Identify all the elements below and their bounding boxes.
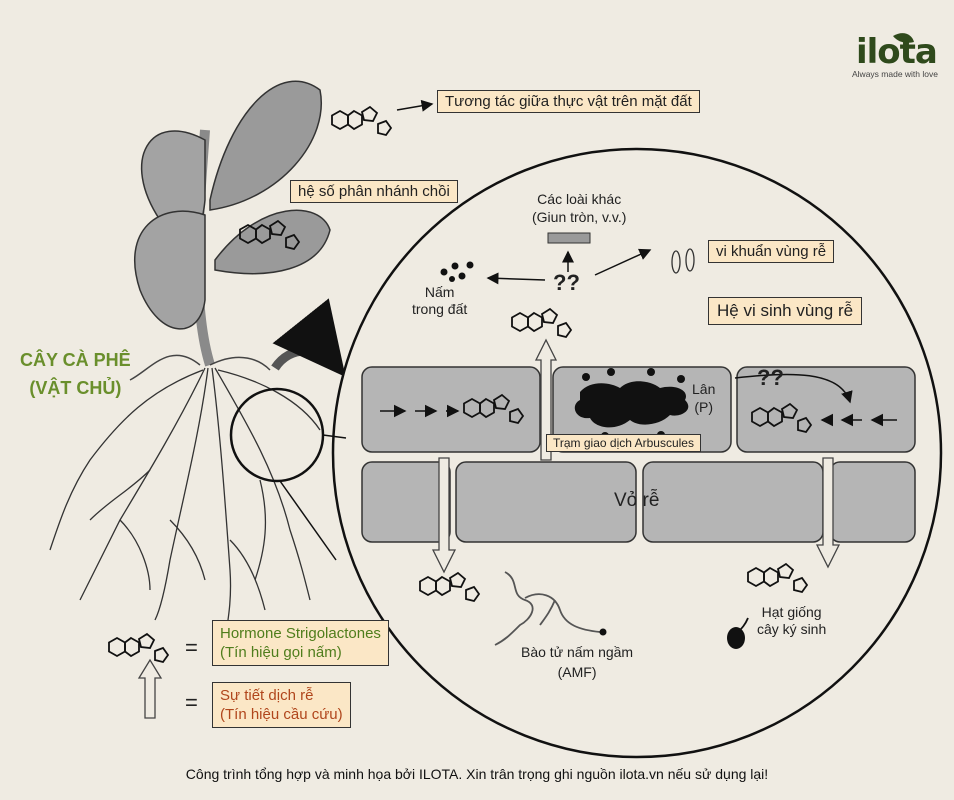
- root-cell: [829, 461, 916, 543]
- amf-label: Bào tử nấm ngầm (AMF): [521, 642, 633, 682]
- host-label: CÂY CÀ PHÊ (VẬT CHỦ): [20, 346, 131, 402]
- microbiome-label: Hệ vi sinh vùng rễ: [708, 297, 863, 325]
- legend-strigolactone-icon: [108, 633, 169, 663]
- phosphorus-label: Lân (P): [692, 380, 715, 416]
- coffee-plant: [129, 80, 331, 381]
- legend-exudate-line2: (Tín hiệu cầu cứu): [220, 706, 343, 723]
- parasite-seed: [727, 627, 745, 649]
- bacteria-label: vi khuẩn vùng rễ: [708, 240, 835, 263]
- rhizosphere-circle: [331, 147, 943, 759]
- leaf: [209, 80, 322, 211]
- leaf: [214, 209, 331, 275]
- amf-line2: (AMF): [557, 664, 597, 680]
- bacteria-icon: [671, 250, 681, 274]
- amf-hyphae: [494, 571, 601, 646]
- soil-fungi-line2: trong đất: [412, 301, 468, 317]
- legend-equals-2: =: [185, 690, 198, 715]
- nematode-icon: [547, 232, 591, 244]
- phosphorus-line1: Lân: [692, 381, 716, 397]
- root-cell: [642, 461, 824, 543]
- parasite-label: Hạt giống cây ký sinh: [757, 604, 826, 638]
- legend-exudate-box: Sự tiết dịch rễ (Tín hiệu cầu cứu): [212, 682, 351, 728]
- amf-spore: [599, 628, 607, 636]
- legend-exudate-arrow: [137, 658, 163, 719]
- parasite-line2: cây ký sinh: [757, 621, 827, 637]
- legend-equals-1: =: [185, 635, 198, 660]
- other-species-line1: Các loài khác: [537, 191, 622, 207]
- root-cell: [736, 366, 916, 453]
- arbuscules-label: Trạm giao dịch Arbuscules: [546, 434, 701, 452]
- root-cell: [455, 461, 637, 543]
- branching-label: hệ số phân nhánh chồi: [290, 180, 458, 203]
- zoom-circle: [229, 387, 325, 483]
- root-cell: [361, 461, 451, 543]
- unknown-marks: ??: [553, 270, 580, 295]
- host-label-line2: (VẬT CHỦ): [29, 378, 122, 398]
- above-ground-label: Tương tác giữa thực vật trên mặt đất: [437, 90, 700, 113]
- phosphorus-line2: (P): [694, 399, 714, 415]
- legend-strigolactone-line2: (Tín hiệu gọi nấm): [220, 644, 342, 661]
- other-species-line2: (Giun tròn, v.v.): [532, 209, 627, 225]
- legend-exudate-line1: Sự tiết dịch rễ: [220, 687, 314, 704]
- exudate-arrow-down: [431, 457, 457, 574]
- legend-strigolactone-line1: Hormone Strigolactones: [220, 625, 381, 642]
- other-species-label: Các loài khác (Giun tròn, v.v.): [532, 190, 626, 226]
- soil-fungi-line1: Nấm: [424, 284, 455, 300]
- root-cell: [361, 366, 541, 453]
- brand-tagline: Always made with love: [852, 69, 938, 79]
- logo-leaf-icon: [893, 33, 914, 43]
- leaf: [134, 210, 206, 330]
- soil-fungi-label: Nấm trong đất: [412, 284, 467, 318]
- footer-credit: Công trình tổng hợp và minh họa bởi ILOT…: [185, 766, 769, 782]
- exudate-arrow-down: [815, 457, 841, 569]
- legend-strigolactone-box: Hormone Strigolactones (Tín hiệu gọi nấm…: [212, 620, 389, 666]
- arbuscule-shape: [574, 368, 695, 440]
- parasite-line1: Hạt giống: [761, 604, 822, 620]
- root-cortex-label: Vỏ rễ: [614, 490, 660, 511]
- root-system: [49, 367, 321, 641]
- zoom-arrow: [271, 298, 346, 378]
- unknown-marks-right: ??: [757, 365, 784, 390]
- interaction-arrows: [396, 99, 652, 285]
- strigolactone-icon: [331, 106, 392, 136]
- soil-fungi-icon: [440, 261, 474, 282]
- brand-logo: ilota: [856, 32, 938, 72]
- amf-line1: Bào tử nấm ngầm: [521, 644, 634, 660]
- bacteria-icon: [685, 248, 695, 272]
- host-label-line1: CÂY CÀ PHÊ: [20, 350, 131, 370]
